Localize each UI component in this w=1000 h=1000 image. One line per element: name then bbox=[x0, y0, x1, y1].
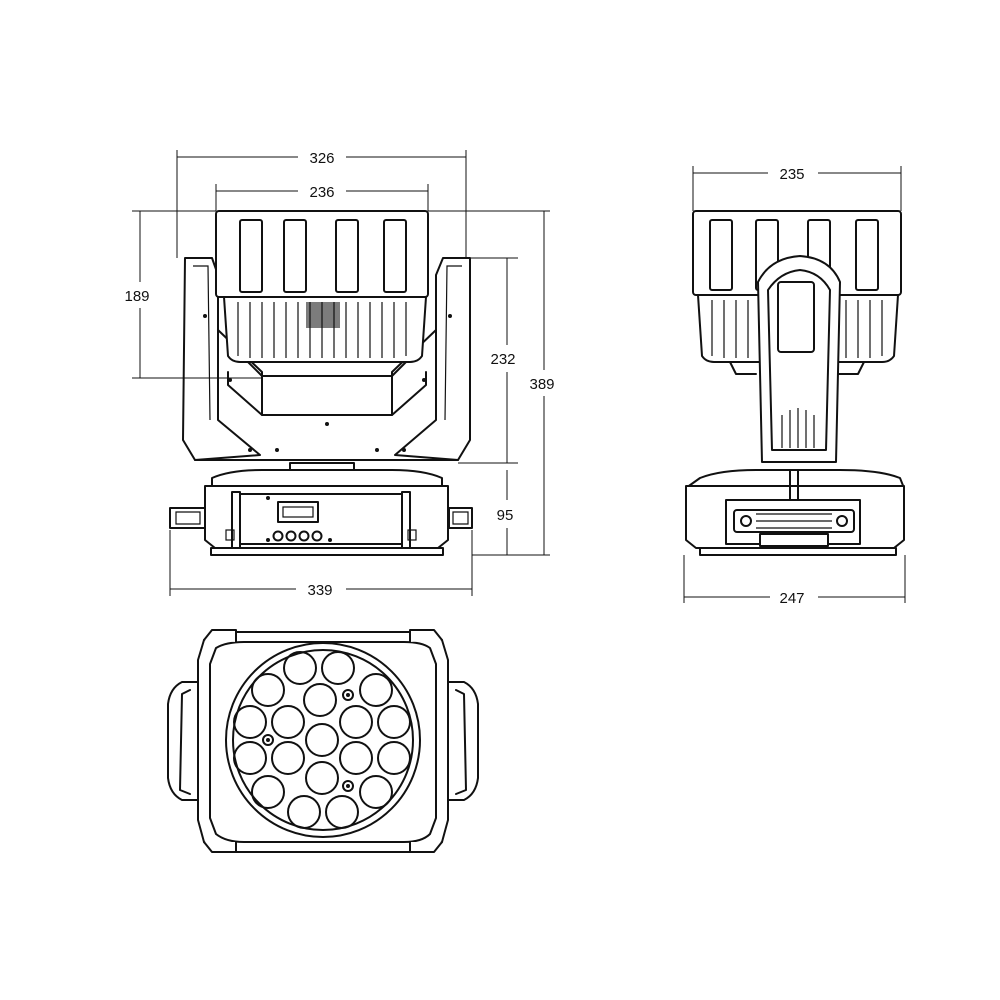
lens bbox=[251, 673, 285, 707]
lens bbox=[233, 741, 267, 775]
lens bbox=[321, 651, 355, 685]
bottom-view bbox=[167, 629, 479, 853]
dim-label-236: 236 bbox=[309, 184, 334, 201]
lens bbox=[339, 741, 373, 775]
lens bbox=[339, 705, 373, 739]
side-yoke-arm bbox=[757, 255, 841, 463]
dim-side-head-width: 235 bbox=[692, 166, 902, 211]
side-view bbox=[685, 210, 905, 556]
dim-front-yoke-height: 232 bbox=[458, 257, 518, 464]
dim-label-95: 95 bbox=[497, 507, 514, 524]
dim-label-339: 339 bbox=[307, 582, 332, 599]
fixing-points bbox=[262, 689, 354, 792]
dim-side-base-width: 247 bbox=[683, 555, 906, 607]
front-base bbox=[169, 469, 473, 556]
dimension-lines: 326 236 189 232 bbox=[124, 150, 906, 607]
dim-front-total-height: 389 bbox=[428, 210, 555, 556]
lens bbox=[271, 741, 305, 775]
lens bbox=[271, 705, 305, 739]
dim-label-232: 232 bbox=[490, 351, 515, 368]
front-head bbox=[215, 210, 429, 377]
dim-label-247: 247 bbox=[779, 590, 804, 607]
front-view bbox=[169, 210, 473, 556]
lens bbox=[233, 705, 267, 739]
dim-front-head-height: 189 bbox=[124, 210, 262, 379]
dim-label-235: 235 bbox=[779, 166, 804, 183]
dim-front-head-width: 236 bbox=[215, 184, 429, 211]
lens-ring-outer bbox=[225, 642, 421, 838]
lens bbox=[325, 795, 359, 829]
lens bbox=[377, 705, 411, 739]
dim-label-326: 326 bbox=[309, 150, 334, 167]
side-base bbox=[685, 469, 905, 556]
lens bbox=[287, 795, 321, 829]
lens-ring-inner bbox=[232, 649, 414, 831]
dim-front-base-width: 339 bbox=[169, 530, 473, 599]
bottom-left-handle bbox=[167, 681, 199, 801]
lens bbox=[305, 761, 339, 795]
dim-label-189: 189 bbox=[124, 288, 149, 305]
dim-front-overall-width: 326 bbox=[176, 150, 467, 258]
lens bbox=[377, 741, 411, 775]
lens-array bbox=[233, 651, 411, 829]
bottom-right-handle bbox=[447, 681, 479, 801]
lens bbox=[251, 775, 285, 809]
lens bbox=[303, 683, 337, 717]
lens bbox=[359, 673, 393, 707]
dim-front-base-height: 95 bbox=[497, 470, 514, 555]
front-yoke bbox=[182, 257, 471, 461]
lens bbox=[359, 775, 393, 809]
lens bbox=[305, 723, 339, 757]
lens bbox=[283, 651, 317, 685]
dim-label-389: 389 bbox=[529, 376, 554, 393]
